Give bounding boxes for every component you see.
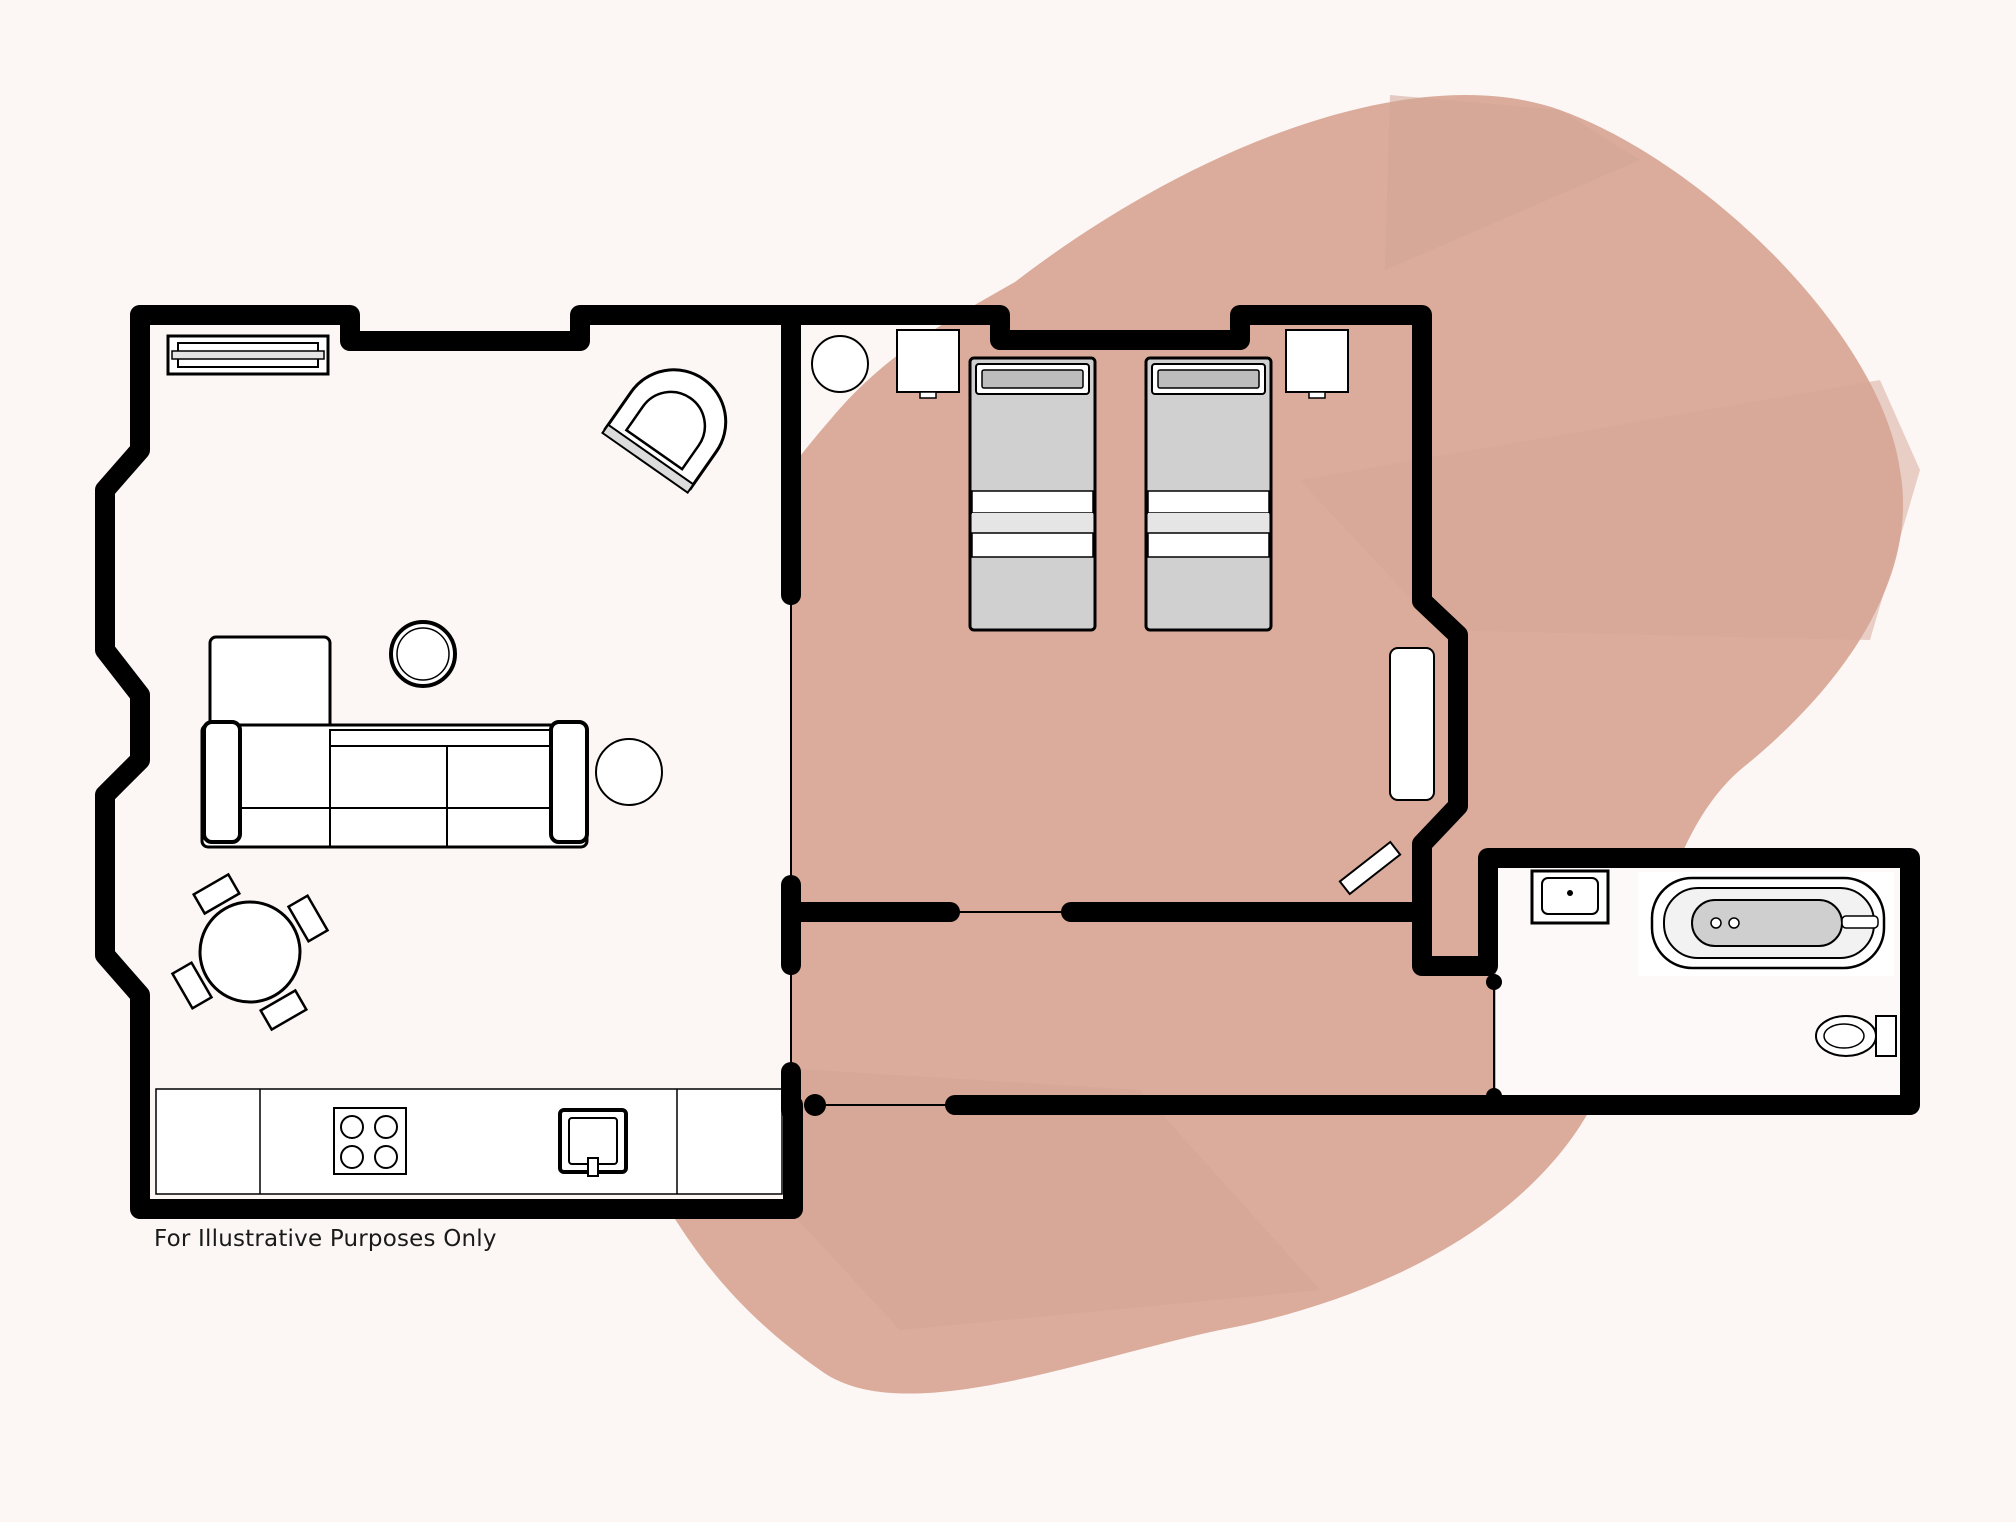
door-hinges	[804, 974, 1502, 1116]
disclaimer-caption: For Illustrative Purposes Only	[154, 1226, 497, 1252]
toilet-icon	[1815, 1015, 1897, 1057]
armchair-icon	[601, 368, 728, 494]
nightstand-icon	[896, 329, 960, 399]
floor-lamp-icon	[811, 335, 869, 393]
kitchen-counter	[155, 1088, 783, 1195]
bathtub-icon	[1638, 872, 1894, 976]
sofa-icon	[200, 635, 589, 849]
washbasin-icon	[1530, 869, 1610, 925]
nightstand-icon-2	[1285, 329, 1349, 399]
hob-icon	[333, 1107, 407, 1175]
door-openings	[790, 595, 1495, 1106]
sink-icon	[558, 1108, 628, 1177]
wardrobe-icon	[1389, 647, 1435, 801]
side-table-icon	[389, 620, 457, 688]
bed-icon-2	[1144, 356, 1273, 632]
shelf-icon	[1338, 840, 1402, 896]
walls	[95, 305, 1920, 1219]
dining-table-icon	[170, 872, 330, 1032]
bed-icon	[968, 356, 1097, 632]
round-table-icon	[595, 738, 663, 806]
radiator-icon	[166, 334, 330, 376]
